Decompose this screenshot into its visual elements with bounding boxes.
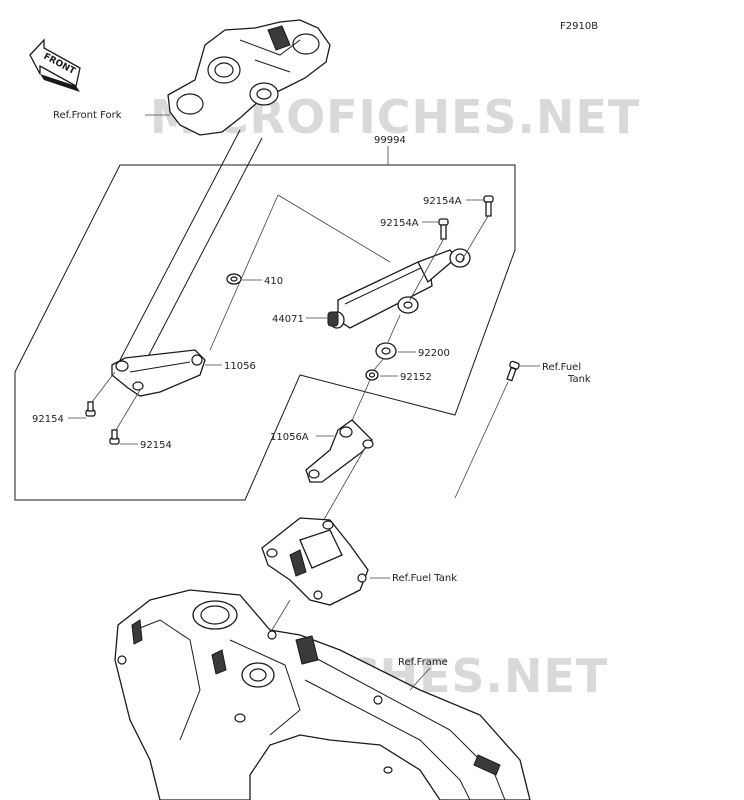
bolt-92154A-lower: [409, 218, 449, 301]
fuel-tank-bolt: [454, 360, 540, 499]
p92154A-upper-label: 92154A: [423, 196, 462, 207]
ref-fuel-tank-right-label-2: Tank: [567, 374, 591, 385]
figure-code: F2910B: [560, 21, 598, 32]
assembly-outline: [14, 146, 516, 501]
steering-tube: [119, 129, 263, 373]
p92200-label: 92200: [418, 348, 450, 359]
assy-99994-label: 99994: [374, 135, 406, 146]
bracket-11056: [111, 349, 206, 397]
fuel-tank-bracket: [261, 517, 390, 606]
collar-92200: [375, 314, 416, 360]
bolt-92154-left: [68, 371, 116, 419]
ref-frame-label: Ref.Frame: [398, 657, 448, 668]
upper-triple-clamp: [167, 19, 331, 136]
front-arrow-icon: FRONT: [29, 38, 81, 92]
p92154-lower-label: 92154: [140, 440, 172, 451]
bracket-11056A: [305, 419, 374, 531]
steering-damper: [327, 248, 471, 329]
p44071-label: 44071: [272, 314, 304, 325]
frame: [114, 589, 531, 800]
collar-92152: [349, 357, 398, 426]
p410-label: 410: [264, 276, 283, 287]
washer-410: [226, 273, 242, 285]
p92154-left-label: 92154: [32, 414, 64, 425]
p11056-label: 11056: [224, 361, 256, 372]
ref-fuel-tank-right-label-1: Ref.Fuel: [542, 362, 581, 373]
ref-front-fork-label: Ref.Front Fork: [53, 110, 122, 121]
ref-fuel-tank-mid-label: Ref.Fuel Tank: [392, 573, 457, 584]
bolt-92154A-upper: [461, 195, 494, 261]
bolt-92154-lower: [109, 389, 141, 445]
p11056A-label: 11056A: [270, 432, 309, 443]
p92154A-lower-label: 92154A: [380, 218, 419, 229]
p92152-label: 92152: [400, 372, 432, 383]
